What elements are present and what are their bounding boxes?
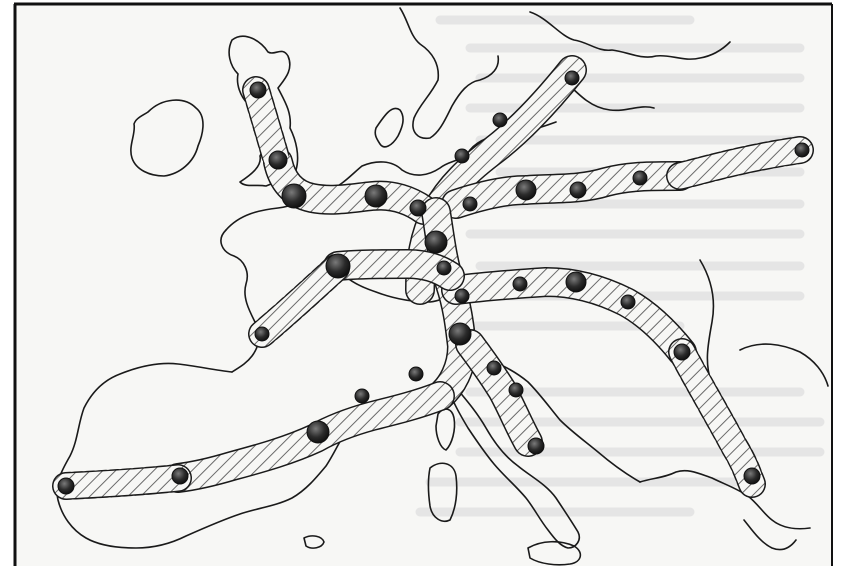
city-dot: [569, 181, 587, 199]
coast-sicily: [527, 540, 582, 566]
city-dot: [743, 467, 761, 485]
coast-iberia: [56, 362, 349, 549]
city-dot: [325, 253, 351, 279]
city-dot: [249, 81, 267, 99]
city-dot: [565, 271, 587, 293]
city-dot: [527, 437, 545, 455]
city-dot: [436, 260, 452, 276]
city-dot: [620, 294, 636, 310]
city-dot: [171, 467, 189, 485]
coast-scandinavia: [399, 7, 500, 140]
city-dot: [454, 148, 470, 164]
coast-greece-south: [743, 519, 797, 551]
coast-ireland: [130, 99, 204, 177]
coast-adriatic: [489, 359, 641, 483]
city-dot: [673, 343, 691, 361]
city-dot: [364, 184, 388, 208]
city-dot: [486, 360, 502, 376]
city-dot: [408, 366, 424, 382]
city-dot: [354, 388, 370, 404]
coast-denmark: [374, 107, 404, 148]
coast-corsica: [435, 408, 456, 451]
city-dot: [424, 230, 448, 254]
city-dot: [632, 170, 648, 186]
city-dot: [281, 183, 307, 209]
city-dot: [512, 276, 528, 292]
city-dot: [508, 382, 524, 398]
city-dot: [448, 322, 472, 346]
city-dot: [254, 326, 270, 342]
coast-black-sea: [739, 343, 829, 387]
city-dot: [409, 199, 427, 217]
coast-baltic-east: [565, 81, 655, 112]
coast-france-west: [220, 229, 260, 373]
coast-italy: [451, 389, 581, 549]
coast-mallorca: [303, 535, 325, 549]
city-dot: [564, 70, 580, 86]
city-dot: [306, 420, 330, 444]
city-dot: [454, 288, 470, 304]
city-dot: [268, 150, 288, 170]
city-dot: [462, 196, 478, 212]
city-dot: [492, 112, 508, 128]
city-dot: [515, 179, 537, 201]
city-dots: [57, 70, 810, 495]
city-dot: [57, 477, 75, 495]
coast-sardinia: [427, 462, 458, 522]
coast-finland: [529, 11, 731, 60]
coast-balkans: [639, 469, 811, 530]
city-dot: [794, 142, 810, 158]
